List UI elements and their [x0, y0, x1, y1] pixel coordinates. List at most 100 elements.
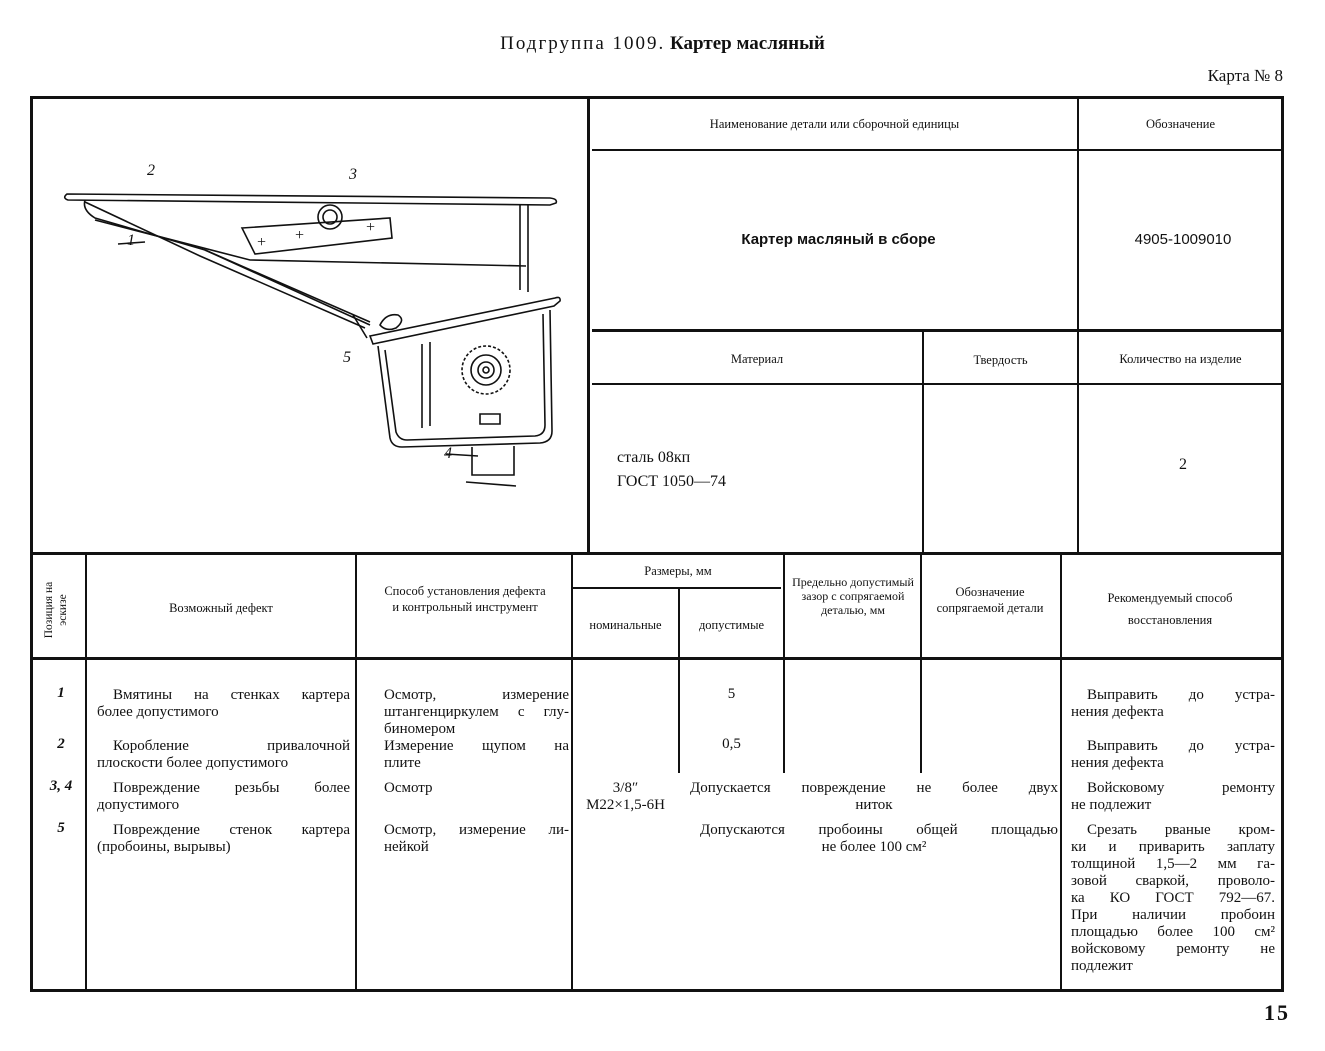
frame-top: [30, 96, 1283, 99]
row-1-defect-line-2: более допустимого: [97, 704, 219, 720]
row-3-tolerance-line-2: ниток: [855, 797, 893, 813]
row-1-remedy-line-2: нения дефекта: [1071, 704, 1164, 720]
row-5-tolerance-note: Допускаются пробоины общей площадью не б…: [690, 822, 1058, 856]
sizes-subheader-line: [573, 587, 781, 589]
row-5-remedy-line-4: зовой сваркой, проволо-: [1071, 873, 1275, 889]
sizes-header: Размеры, мм: [644, 564, 712, 578]
row-5-defect: Повреждение стенок картера (пробоины, вы…: [97, 822, 350, 856]
max-gap-header: Предельно допустимый зазор с сопрягаемой…: [792, 575, 914, 617]
material-standard: ГОСТ 1050—74: [617, 473, 727, 490]
callout-2: 2: [147, 162, 155, 179]
position-header: Позиция на эскизе: [43, 581, 69, 639]
row-5-remedy-line-5: ка КО ГОСТ 792—67.: [1071, 890, 1275, 906]
row-5-defect-line-2: (пробоины, вырывы): [97, 839, 231, 855]
mating-part-header: Обозначение сопрягаемой детали: [936, 585, 1044, 615]
row-2-remedy: Выправить до устра- нения дефекта: [1071, 738, 1275, 772]
material-value: сталь 08кп ГОСТ 1050—74: [617, 446, 726, 494]
row-5-remedy-line-7: площадью более 100 см²: [1071, 924, 1275, 940]
row-3-remedy-line-1: Войсковому ремонту: [1087, 780, 1275, 796]
row-1-defect-line-1: Вмятины на стенках картера: [113, 687, 350, 703]
row-5-tolerance-line-2: не более 100 см²: [821, 839, 927, 855]
quantity-header: Количество на изделие: [1119, 352, 1242, 366]
row-1-position: 1: [57, 685, 65, 701]
col-line-pos: [85, 555, 87, 989]
row-3-position: 3, 4: [49, 778, 73, 794]
designation: 4905-1009010: [1134, 231, 1232, 248]
hardness-divider-left: [922, 330, 924, 554]
oil-pan-sketch: + + +: [63, 193, 561, 487]
row-3-method-line-1: Осмотр: [384, 780, 433, 796]
material-header: Материал: [730, 352, 784, 366]
svg-text:+: +: [256, 234, 267, 251]
row-3-remedy: Войсковому ремонту не подлежит: [1071, 780, 1275, 814]
row-5-position: 5: [57, 820, 65, 836]
row-5-remedy-line-1: Срезать рваные кром-: [1087, 822, 1275, 838]
row-3-defect-line-1: Повреждение резьбы более: [113, 780, 350, 796]
col-line-defect: [355, 555, 357, 989]
row-1-remedy-line-1: Выправить до устра-: [1087, 687, 1275, 703]
callout-3: 3: [349, 166, 357, 183]
row-5-method-line-1: Осмотр, измерение ли-: [384, 822, 569, 838]
svg-text:+: +: [365, 219, 376, 236]
row-5-remedy-line-8: войсковому ремонту не: [1071, 941, 1275, 957]
row-1-allowed: 5: [727, 686, 736, 702]
remedy-header: Рекомендуемый способ восстановления: [1107, 591, 1233, 627]
row-3-nominal-line-1: 3/8″: [612, 780, 639, 796]
svg-text:+: +: [294, 227, 305, 244]
row-2-defect-line-2: плоскости более допустимого: [97, 755, 289, 771]
nominal-header: номинальные: [589, 618, 662, 632]
row-2-method-line-2: плите: [384, 755, 421, 771]
top-row-line-3: [592, 383, 1282, 385]
col-line-gap: [920, 555, 922, 773]
row-5-remedy-line-6: При наличии пробоин: [1071, 907, 1275, 923]
part-name: Картер масляный в сборе: [741, 231, 936, 248]
row-2-method: Измерение щупом на плите: [384, 738, 569, 772]
row-1-method-line-2: штангенциркулем с глу-: [384, 704, 569, 720]
row-3-tolerance-note: Допускается повреждение не более двух ни…: [690, 780, 1058, 814]
callout-1: 1: [127, 232, 135, 249]
row-5-method-line-2: нейкой: [384, 839, 429, 855]
frame-bottom: [30, 989, 1284, 992]
method-header: Способ установления дефекта и контрольны…: [384, 584, 546, 614]
row-2-remedy-line-1: Выправить до устра-: [1087, 738, 1275, 754]
row-2-remedy-line-2: нения дефекта: [1071, 755, 1164, 771]
frame-right: [1281, 96, 1284, 992]
row-5-remedy-line-9: подлежит: [1071, 958, 1133, 974]
allowed-header: допустимые: [698, 618, 765, 632]
row-1-method: Осмотр, измерение штангенциркулем с глу-…: [384, 687, 569, 738]
row-3-method: Осмотр: [384, 780, 569, 797]
row-2-defect: Коробление привалочной плоскости более д…: [97, 738, 350, 772]
row-5-method: Осмотр, измерение ли- нейкой: [384, 822, 569, 856]
page-title: Подгруппа 1009. Картер масляный: [0, 33, 1325, 55]
frame-left: [30, 96, 33, 992]
row-5-remedy-line-3: толщиной 1,5—2 мм га-: [1071, 856, 1275, 872]
row-1-defect: Вмятины на стенках картера более допусти…: [97, 687, 350, 721]
defects-header-bottom: [30, 657, 1284, 660]
row-2-method-line-1: Измерение щупом на: [384, 738, 569, 754]
card-number: Карта № 8: [1207, 66, 1283, 85]
page-number: 15: [1264, 1000, 1290, 1025]
defect-header: Возможный дефект: [169, 601, 273, 615]
row-1-method-line-3: биномером: [384, 721, 456, 737]
subgroup-title: Картер масляный: [670, 33, 825, 54]
defects-top-line: [30, 552, 1284, 555]
part-name-header: Наименование детали или сборочной единиц…: [709, 117, 960, 131]
row-3-defect-line-2: допустимого: [97, 797, 180, 813]
top-row-line-1: [592, 149, 1282, 151]
row-3-nominal-line-2: М22×1,5-6Н: [586, 797, 665, 813]
row-3-remedy-line-2: не подлежит: [1071, 797, 1152, 813]
row-5-defect-line-1: Повреждение стенок картера: [113, 822, 350, 838]
designation-divider: [1077, 96, 1079, 554]
hardness-header: Твердость: [973, 353, 1028, 367]
row-2-allowed: 0,5: [722, 736, 741, 752]
callout-4: 4: [444, 445, 452, 462]
row-5-tolerance-line-1: Допускаются пробоины общей площадью: [700, 822, 1058, 838]
col-line-nominal: [678, 588, 680, 773]
row-3-tolerance-line-1: Допускается повреждение не более двух: [690, 780, 1058, 796]
callout-5: 5: [343, 349, 351, 366]
row-1-remedy: Выправить до устра- нения дефекта: [1071, 687, 1275, 721]
row-3-defect: Повреждение резьбы более допустимого: [97, 780, 350, 814]
row-5-remedy: Срезать рваные кром- ки и приварить запл…: [1071, 822, 1275, 975]
col-line-mating: [1060, 555, 1062, 989]
col-line-method: [571, 555, 573, 989]
